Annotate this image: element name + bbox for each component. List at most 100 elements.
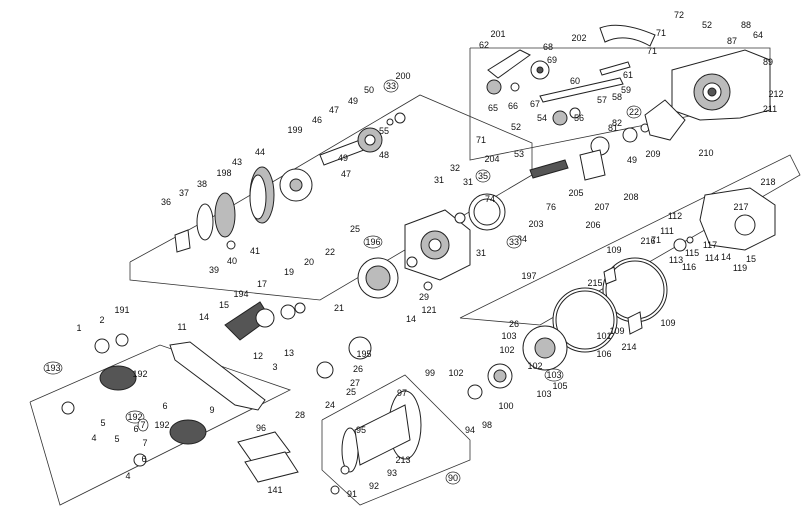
frame-right-lower	[459, 154, 801, 326]
part-number-label: 196	[365, 237, 380, 247]
gasket-pair	[237, 431, 299, 483]
part-number-label: 101	[596, 331, 611, 341]
part-number-label: 62	[479, 40, 489, 50]
part-number-label: 31	[476, 248, 486, 258]
part-number-label: 119	[733, 263, 747, 273]
part-number-label: 40	[227, 256, 237, 266]
part-number-label: 92	[369, 481, 379, 491]
part-number-label: 200	[395, 71, 410, 81]
part-number-label: 100	[498, 401, 513, 411]
part-number-label: 216	[640, 236, 655, 246]
part-number-label: 56	[574, 113, 584, 123]
callout-circle	[445, 471, 461, 485]
part-number-label: 7	[140, 420, 145, 430]
part-number-label: 207	[594, 202, 609, 212]
part-number-label: 69	[547, 55, 557, 65]
part-number-label: 211	[763, 104, 777, 114]
part-number-label: 49	[627, 155, 637, 165]
part-number-label: 102	[448, 368, 463, 378]
part-number-label: 198	[216, 168, 231, 178]
frame-upper-left	[129, 94, 533, 301]
part-number-label: 68	[543, 42, 553, 52]
part-number-label: 4	[125, 471, 130, 481]
part-number-label: 195	[356, 349, 371, 359]
part-number-label: 41	[250, 246, 260, 256]
part-number-label: 88	[741, 20, 751, 30]
part-number-label: 15	[219, 300, 229, 310]
part-number-label: 14	[406, 314, 416, 324]
part-number-label: 98	[482, 420, 492, 430]
part-number-label: 214	[621, 342, 636, 352]
callout-circle	[506, 235, 522, 249]
part-number-label: 22	[325, 247, 335, 257]
part-number-label: 59	[621, 85, 631, 95]
part-number-label: 114	[705, 253, 719, 263]
part-number-label: 205	[568, 188, 583, 198]
part-number-label: 4	[91, 433, 96, 443]
part-number-label: 206	[585, 220, 600, 230]
part-number-label: 26	[509, 319, 519, 329]
part-number-label: 53	[514, 149, 524, 159]
part-number-label: 2	[99, 315, 104, 325]
part-number-label: 66	[508, 101, 518, 111]
part-number-label: 28	[295, 410, 305, 420]
part-number-label: 197	[521, 271, 536, 281]
gear-group	[174, 112, 406, 253]
part-number-label: 35	[478, 171, 488, 181]
part-number-label: 116	[682, 262, 696, 272]
part-number-label: 37	[179, 188, 189, 198]
callout-circle	[544, 368, 564, 382]
part-number-label: 39	[209, 265, 219, 275]
part-number-label: 50	[364, 85, 374, 95]
part-number-label: 203	[528, 219, 543, 229]
callout-circle	[475, 169, 491, 183]
part-number-label: 201	[490, 29, 505, 39]
part-number-label: 22	[629, 107, 639, 117]
part-number-label: 20	[304, 257, 314, 267]
part-number-label: 209	[645, 149, 660, 159]
part-number-label: 93	[387, 468, 397, 478]
handle-assembly	[61, 301, 372, 467]
part-number-label: 121	[421, 305, 436, 315]
part-number-label: 81	[608, 123, 618, 133]
part-number-label: 24	[325, 400, 335, 410]
part-number-label: 210	[698, 148, 713, 158]
part-number-label: 49	[338, 153, 348, 163]
part-number-label: 99	[425, 368, 435, 378]
part-number-label: 55	[379, 126, 389, 136]
part-number-label: 19	[284, 267, 294, 277]
part-number-label: 109	[606, 245, 621, 255]
part-number-label: 194	[233, 289, 248, 299]
part-number-label: 14	[721, 252, 731, 262]
part-number-label: 44	[255, 147, 265, 157]
part-number-label: 94	[465, 425, 475, 435]
part-number-label: 71	[476, 135, 486, 145]
part-number-label: 212	[768, 89, 783, 99]
frame-left-lower	[29, 344, 292, 506]
callout-circle	[137, 418, 149, 432]
part-number-label: 192	[154, 420, 169, 430]
part-number-label: 9	[209, 405, 214, 415]
part-number-label: 103	[501, 331, 516, 341]
part-number-label: 21	[334, 303, 344, 313]
part-number-label: 217	[733, 202, 748, 212]
part-number-label: 65	[488, 103, 498, 113]
part-number-label: 5	[100, 418, 105, 428]
callout-circle	[125, 410, 145, 424]
part-number-label: 208	[623, 192, 638, 202]
part-number-label: 117	[703, 240, 717, 250]
part-number-label: 26	[353, 364, 363, 374]
part-number-label: 64	[753, 30, 763, 40]
part-number-label: 215	[587, 278, 602, 288]
part-number-label: 13	[284, 348, 294, 358]
part-number-label: 204	[484, 154, 499, 164]
part-number-label: 102	[499, 345, 514, 355]
part-number-label: 71	[651, 235, 661, 245]
part-number-label: 31	[434, 175, 444, 185]
part-number-label: 90	[448, 473, 458, 483]
part-number-label: 36	[161, 197, 171, 207]
part-number-label: 102	[527, 361, 542, 371]
part-number-label: 54	[537, 113, 547, 123]
part-number-label: 113	[669, 255, 683, 265]
